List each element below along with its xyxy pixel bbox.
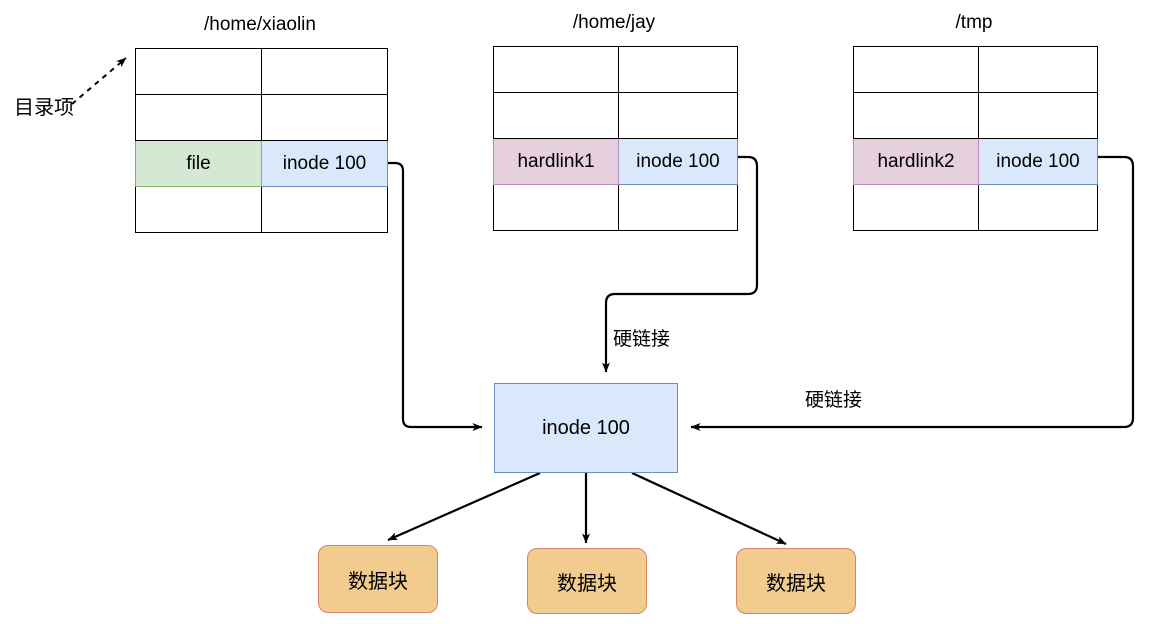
cell-inode (261, 94, 388, 141)
directory-table-xiaolin: file inode 100 (135, 48, 388, 233)
directory-group-jay: /home/jay hardlink1 inode 100 (493, 12, 738, 232)
cell-inode (618, 184, 738, 231)
edge-label-hardlink-right: 硬链接 (805, 390, 863, 411)
cell-inode-hardlink2: inode 100 (978, 138, 1098, 185)
directory-title-xiaolin: /home/xiaolin (204, 14, 316, 35)
data-block-1[interactable]: 数据块 (318, 545, 438, 613)
table-row-hardlink2: hardlink2 inode 100 (853, 138, 1098, 185)
cell-inode (618, 46, 738, 93)
edge-inode-to-datablock-1 (387, 471, 541, 542)
cell-name (493, 46, 619, 93)
cell-inode (978, 92, 1098, 139)
table-row (493, 92, 738, 139)
cell-name (853, 92, 979, 139)
cell-inode-hardlink1: inode 100 (618, 138, 738, 185)
table-row (493, 184, 738, 231)
directory-table-jay: hardlink1 inode 100 (493, 46, 738, 231)
cell-name (853, 46, 979, 93)
table-row (135, 186, 388, 233)
table-row (853, 46, 1098, 93)
inode-node[interactable]: inode 100 (494, 383, 678, 473)
table-row (135, 48, 388, 95)
edge-inode-to-datablock-3 (631, 472, 787, 545)
table-row (853, 184, 1098, 231)
cell-name (135, 94, 262, 141)
cell-inode (978, 46, 1098, 93)
directory-entry-pointer-edge (71, 57, 127, 105)
cell-name (135, 186, 262, 233)
cell-name (493, 184, 619, 231)
data-block-3[interactable]: 数据块 (736, 548, 856, 614)
cell-name-hardlink1: hardlink1 (493, 138, 619, 185)
cell-name (493, 92, 619, 139)
cell-name (135, 48, 262, 95)
cell-name-file: file (135, 140, 262, 187)
cell-inode-file: inode 100 (261, 140, 388, 187)
data-block-2[interactable]: 数据块 (527, 548, 647, 614)
directory-table-tmp: hardlink2 inode 100 (853, 46, 1098, 231)
cell-inode (978, 184, 1098, 231)
directory-group-xiaolin: /home/xiaolin file inode 100 (135, 14, 388, 234)
directory-title-jay: /home/jay (572, 12, 656, 33)
cell-inode (618, 92, 738, 139)
cell-inode (261, 48, 388, 95)
edge-xiaolin-to-inode (385, 161, 483, 431)
table-row (853, 92, 1098, 139)
table-row-hardlink1: hardlink1 inode 100 (493, 138, 738, 185)
cell-name (853, 184, 979, 231)
cell-name-hardlink2: hardlink2 (853, 138, 979, 185)
directory-entry-label: 目录项 (14, 97, 74, 119)
directory-title-tmp: /tmp (955, 12, 993, 33)
table-row-file: file inode 100 (135, 140, 388, 187)
directory-group-tmp: /tmp hardlink2 inode 100 (853, 12, 1098, 232)
cell-inode (261, 186, 388, 233)
table-row (493, 46, 738, 93)
table-row (135, 94, 388, 141)
edge-label-hardlink-center: 硬链接 (613, 329, 671, 350)
